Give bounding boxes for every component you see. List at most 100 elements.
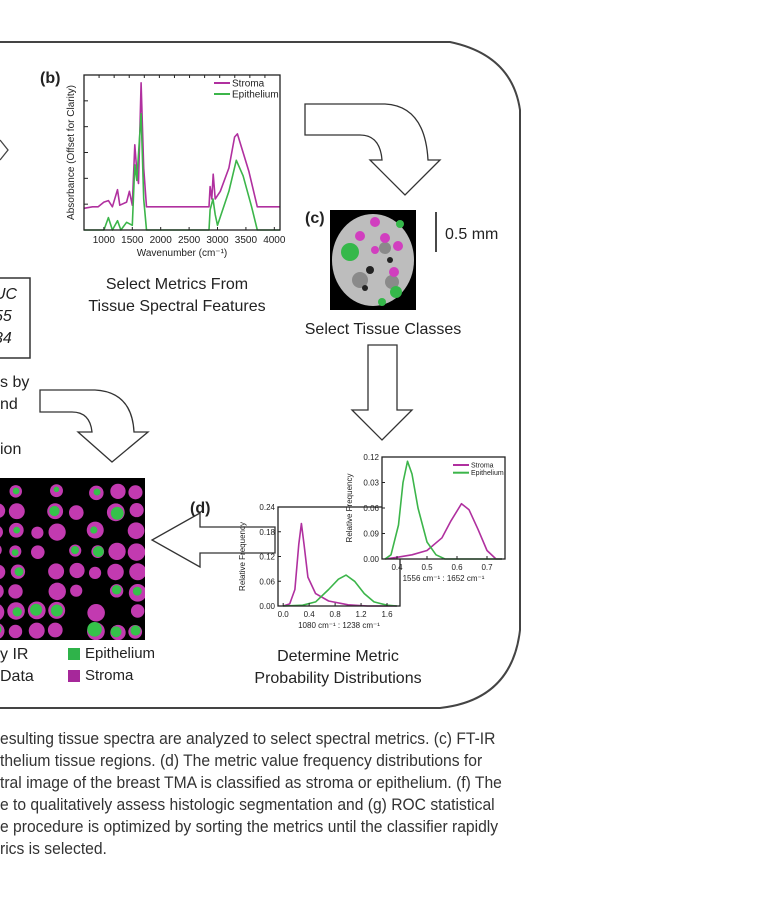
tma-core <box>0 503 6 518</box>
y-axis-label: Absorbance (Offset for Clarity) <box>66 85 77 220</box>
tma-core <box>0 604 5 620</box>
tma-core <box>48 523 66 541</box>
scale-bar-label: 0.5 mm <box>445 226 499 243</box>
legend-swatch-stroma <box>68 670 80 683</box>
legend-label: Epithelium <box>85 645 156 662</box>
y-tick-label: 0.18 <box>259 528 275 537</box>
tma-core-epithelium <box>110 626 122 638</box>
panel-b-caption-1: Select Metrics From <box>105 276 249 293</box>
tma-core <box>127 522 145 540</box>
caption-line: rics is selected. <box>0 839 107 858</box>
tma-core <box>8 584 23 599</box>
down-arrow-icon <box>350 344 414 441</box>
panel-c-label: (c) <box>305 210 325 227</box>
tma-core <box>129 563 145 581</box>
x-tick-label: 1000 <box>93 235 116 246</box>
y-tick-label: 0.06 <box>363 504 379 513</box>
x-tick-label: 0.5 <box>421 563 433 572</box>
diagram-frame <box>0 41 521 709</box>
caption-line: tral image of the breast TMA is classifi… <box>0 773 502 792</box>
tma-core <box>30 545 45 559</box>
metric-line: 55 <box>0 308 12 325</box>
caption-line: e to qualitatively assess histologic seg… <box>0 795 495 814</box>
tma-core-epithelium <box>49 505 60 517</box>
tma-core <box>28 622 45 639</box>
classified-tma-image <box>0 478 145 640</box>
tma-core <box>48 563 65 580</box>
left-text-3: ion <box>0 441 22 458</box>
series-line-stroma <box>282 522 397 607</box>
tma-core-epithelium <box>53 486 60 493</box>
x-axis-label: 1080 cm⁻¹ : 1238 cm⁻¹ <box>298 621 380 630</box>
panel-b-label: (b) <box>40 70 61 87</box>
tma-core <box>69 562 85 579</box>
tma-core-epithelium <box>93 488 101 496</box>
legend-swatch-epithelium <box>68 648 80 661</box>
tma-core <box>70 584 83 597</box>
tma-core <box>8 503 25 520</box>
tma-core <box>108 542 126 561</box>
x-tick-label: 1.2 <box>356 610 368 619</box>
y-tick-label: 0.24 <box>259 503 275 512</box>
tma-core <box>130 604 145 618</box>
x-tick-label: 0.4 <box>391 563 403 572</box>
tma-core <box>87 603 105 622</box>
tma-core-epithelium <box>0 625 2 634</box>
y-axis-label: Relative Frequency <box>345 474 354 543</box>
tma-core-epithelium <box>11 548 19 556</box>
tma-core-epithelium <box>30 603 43 616</box>
panel-c-caption: Select Tissue Classes <box>304 321 462 338</box>
y-tick-label: 0.03 <box>363 479 379 488</box>
tma-core <box>68 505 84 520</box>
panel-d-caption-2: Probability Distributions <box>254 670 422 687</box>
y-tick-label: 0.00 <box>259 602 275 611</box>
tma-core-epithelium <box>14 567 24 577</box>
metric-line: UC <box>0 286 18 303</box>
tma-core-epithelium <box>13 526 21 534</box>
tma-core <box>110 483 126 499</box>
tma-core <box>0 584 4 598</box>
tma-core <box>107 563 124 581</box>
tma-core-epithelium <box>110 506 124 520</box>
tma-core-epithelium <box>92 546 104 558</box>
series-line-stroma <box>83 82 280 210</box>
tma-core <box>31 526 44 539</box>
caption-line: thelium tissue regions. (d) The metric v… <box>0 751 483 770</box>
series-line-epithelium <box>384 460 502 560</box>
metric-line: 34 <box>0 330 12 347</box>
y-tick-label: 0.12 <box>259 553 275 562</box>
tma-core-epithelium <box>130 625 141 636</box>
tma-core <box>88 566 102 579</box>
legend-label: Stroma <box>471 462 494 469</box>
legend-label: Stroma <box>85 667 134 684</box>
panel-d-label: (d) <box>190 500 211 517</box>
metric-box <box>0 277 31 359</box>
tma-core <box>0 526 3 538</box>
tma-core <box>128 485 143 500</box>
x-tick-label: 3500 <box>235 235 258 246</box>
tma-core <box>0 545 2 555</box>
panel-e-caption-2: Data <box>0 668 34 685</box>
tma-core <box>47 622 63 638</box>
panel-b-caption-2: Tissue Spectral Features <box>88 298 266 315</box>
tma-core-epithelium <box>70 545 80 555</box>
tma-core-epithelium <box>50 604 63 617</box>
x-tick-label: 4000 <box>263 235 286 246</box>
x-tick-label: 1.6 <box>381 610 393 619</box>
series-line-epithelium <box>84 113 280 231</box>
series-line-epithelium <box>283 574 397 607</box>
curved-arrow-icon <box>304 103 442 196</box>
caption-line: e procedure is optimized by sorting the … <box>0 817 499 836</box>
x-axis-label: 1556 cm⁻¹ : 1652 cm⁻¹ <box>403 574 485 583</box>
plot-background <box>382 457 505 559</box>
tma-core-epithelium <box>87 622 102 637</box>
tma-core <box>129 502 144 518</box>
x-tick-label: 0.0 <box>278 610 290 619</box>
panel-d-caption-1: Determine Metric <box>277 648 399 665</box>
x-tick-label: 0.7 <box>481 563 493 572</box>
x-tick-label: 2000 <box>150 235 173 246</box>
tma-core-epithelium <box>12 487 20 495</box>
tissue-core-image <box>330 210 416 310</box>
